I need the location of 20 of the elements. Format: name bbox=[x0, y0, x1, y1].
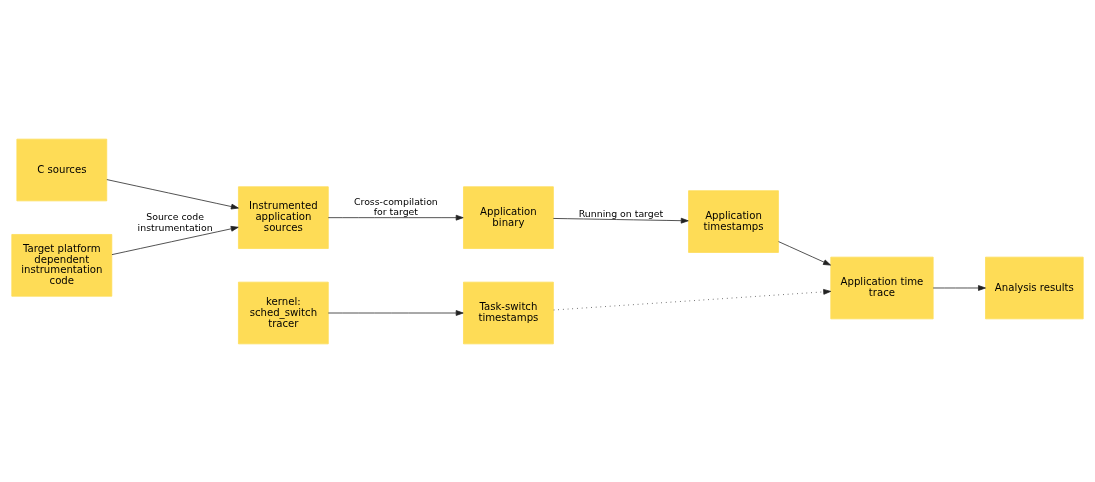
arrow bbox=[111, 225, 239, 255]
arrow bbox=[106, 178, 239, 209]
node-box: kernel: sched_switch tracer bbox=[238, 281, 329, 344]
arrow bbox=[778, 240, 831, 265]
arrow bbox=[327, 214, 464, 220]
node-box: Application binary bbox=[463, 185, 554, 249]
edge-label: Running on target bbox=[578, 207, 664, 219]
arrow bbox=[932, 284, 986, 291]
node-box: Instrumented application sources bbox=[238, 185, 329, 249]
arrow bbox=[327, 309, 464, 316]
node-box: Task-switch timestamps bbox=[463, 281, 554, 344]
node-box: Target platform dependent instrumentation code bbox=[11, 233, 113, 297]
arrow bbox=[553, 288, 832, 310]
node-box: Analysis results bbox=[985, 256, 1084, 319]
edge-label: Cross-compilation for target bbox=[353, 195, 438, 217]
node-box: Application time trace bbox=[830, 256, 934, 319]
edge-label: Source code instrumentation bbox=[137, 210, 213, 233]
node-box: Application timestamps bbox=[688, 189, 779, 253]
arrow bbox=[552, 217, 689, 224]
node-box: C sources bbox=[16, 138, 108, 201]
